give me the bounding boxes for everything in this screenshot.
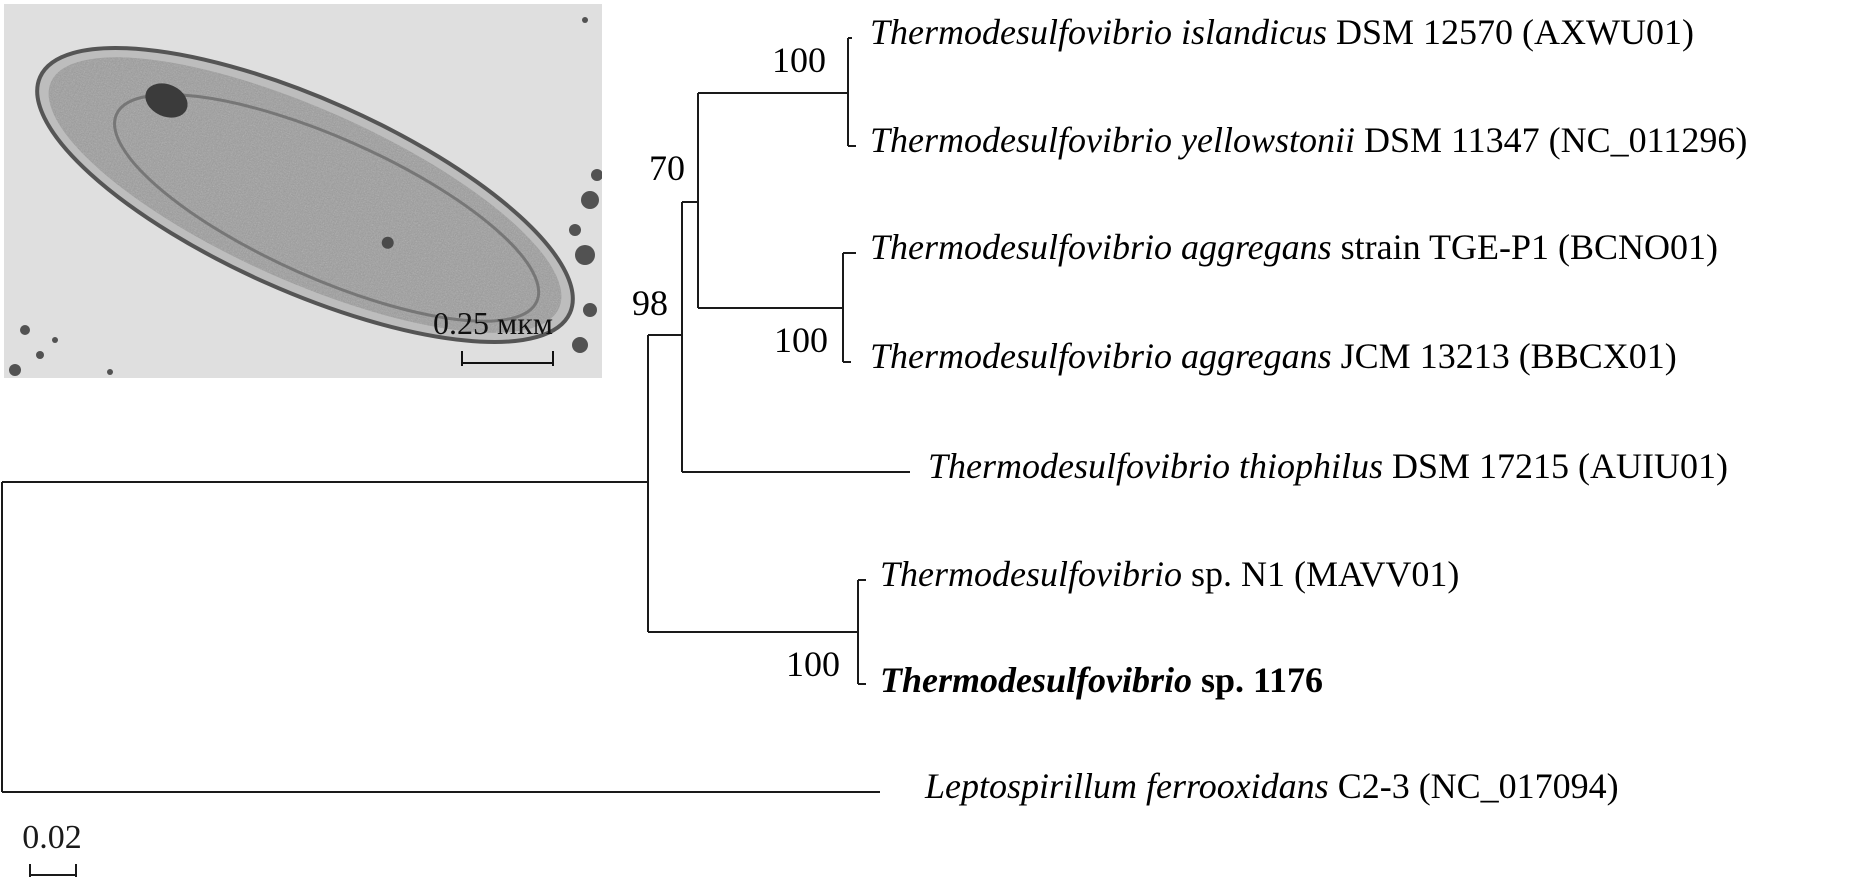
bootstrap-values: 100 70 100 98 100 [632, 40, 840, 684]
tree-scale-bar: 0.02 [22, 819, 82, 877]
micrograph-scale-label: 0.25 мкм [433, 305, 553, 341]
taxon-label: Thermodesulfovibrio aggregans JCM 13213 … [870, 336, 1677, 376]
bootstrap-value: 100 [774, 320, 828, 360]
taxon-label: Thermodesulfovibrio yellowstonii DSM 113… [870, 120, 1747, 160]
bootstrap-value: 98 [632, 283, 668, 323]
taxon-label-highlighted: Thermodesulfovibrio sp. 1176 [880, 660, 1323, 700]
taxon-label: Leptospirillum ferrooxidans C2-3 (NC_017… [924, 766, 1619, 806]
micrograph-scale-bar [461, 351, 554, 366]
bootstrap-value: 100 [772, 40, 826, 80]
taxon-label: Thermodesulfovibrio thiophilus DSM 17215… [928, 446, 1728, 486]
tree-branches [1, 37, 910, 793]
bacterial-cell [35, 46, 575, 344]
taxon-label: Thermodesulfovibrio aggregans strain TGE… [870, 227, 1718, 267]
bootstrap-value: 100 [786, 644, 840, 684]
taxon-label: Thermodesulfovibrio islandicus DSM 12570… [870, 12, 1694, 52]
bootstrap-value: 70 [649, 148, 685, 188]
tree-scale-label: 0.02 [22, 819, 82, 856]
taxon-label: Thermodesulfovibrio sp. N1 (MAVV01) [880, 554, 1459, 594]
electron-micrograph: 0.25 мкм [4, 4, 602, 378]
taxon-labels: Thermodesulfovibrio islandicus DSM 12570… [870, 12, 1747, 806]
